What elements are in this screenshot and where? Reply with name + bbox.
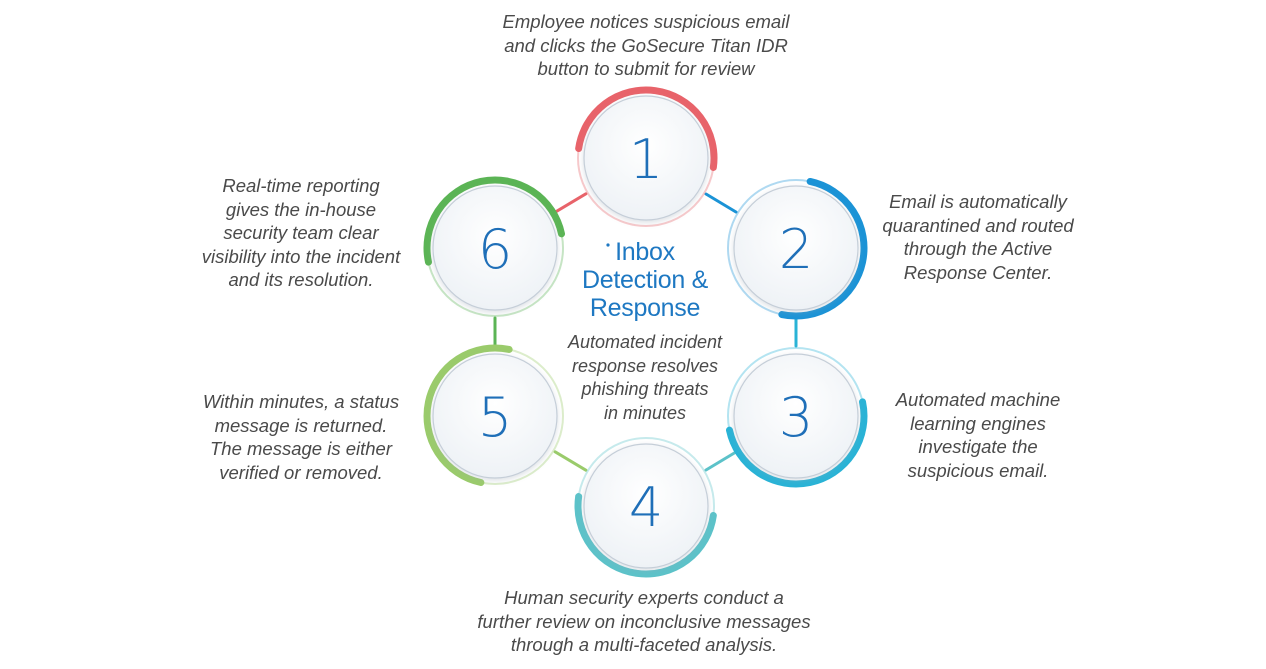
caption-line: Real-time reporting bbox=[222, 175, 380, 196]
step-2-caption: Email is automatically quarantined and r… bbox=[868, 190, 1088, 284]
caption-line: gives the in-house bbox=[225, 198, 377, 220]
caption-line: Automated machine bbox=[895, 389, 1061, 410]
caption-line: message is returned. bbox=[214, 414, 388, 436]
caption-line: Response Center. bbox=[903, 261, 1053, 283]
caption-line: quarantined and routed bbox=[882, 214, 1074, 236]
step-6-number: 6 bbox=[478, 218, 512, 281]
step-2-arc bbox=[778, 177, 868, 320]
connector-line-3 bbox=[704, 450, 738, 472]
step-5-caption: Within minutes, a status message is retu… bbox=[176, 390, 426, 484]
step-5-node bbox=[432, 353, 558, 479]
step-3-node bbox=[733, 353, 859, 479]
center-subtitle: Automated incident response resolves phi… bbox=[535, 331, 755, 425]
caption-line: Within minutes, a status bbox=[202, 391, 400, 412]
caption-line: investigate the bbox=[918, 436, 1038, 457]
caption-line: through the Active bbox=[903, 238, 1053, 259]
step-1-arc bbox=[575, 86, 718, 171]
center-subtitle-line: Automated incident bbox=[567, 332, 723, 352]
step-5-arc bbox=[423, 344, 513, 487]
caption-line: and clicks the GoSecure Titan IDR bbox=[504, 34, 788, 56]
caption-line: Employee notices suspicious email bbox=[502, 11, 790, 32]
step-4-caption: Human security experts conduct a further… bbox=[444, 586, 844, 657]
step-1-number: 1 bbox=[629, 128, 663, 191]
center-subtitle-line: in minutes bbox=[603, 402, 687, 423]
center-subtitle-line: response resolves bbox=[571, 355, 719, 376]
step-2-node bbox=[733, 185, 859, 311]
caption-line: through a multi-faceted analysis. bbox=[510, 634, 778, 655]
caption-line: Email is automatically bbox=[889, 191, 1067, 212]
caption-line: verified or removed. bbox=[219, 461, 383, 483]
caption-line: Human security experts conduct a bbox=[504, 587, 784, 608]
caption-line: The message is either bbox=[209, 438, 392, 459]
step-5-number: 5 bbox=[478, 386, 512, 449]
step-6-arc bbox=[423, 176, 566, 266]
step-6-node bbox=[432, 185, 558, 311]
caption-line: security team clear bbox=[223, 222, 379, 243]
caption-line: learning engines bbox=[910, 412, 1046, 434]
center-title-line: Inbox bbox=[615, 238, 675, 266]
center-title-line: Response bbox=[589, 294, 701, 322]
step-6-caption: Real-time reporting gives the in-house s… bbox=[176, 174, 426, 292]
step-4-node bbox=[583, 443, 709, 569]
step-1-node bbox=[583, 95, 709, 221]
connector-line-1 bbox=[704, 192, 738, 214]
caption-line: button to submit for review bbox=[537, 58, 755, 79]
caption-line: suspicious email. bbox=[907, 459, 1049, 481]
step-1-caption: Employee notices suspicious email and cl… bbox=[446, 10, 846, 81]
step-3-number: 3 bbox=[779, 386, 813, 449]
caption-line: and its resolution. bbox=[228, 269, 374, 290]
center-title-line: Detection & bbox=[582, 266, 708, 294]
step-3-arc bbox=[725, 398, 868, 488]
step-4-number: 4 bbox=[629, 476, 663, 539]
step-4-arc bbox=[574, 493, 717, 578]
step-2-number: 2 bbox=[779, 218, 813, 281]
center-subtitle-line: phishing threats bbox=[581, 379, 709, 399]
center-accent-dot bbox=[606, 243, 610, 247]
caption-line: further review on inconclusive messages bbox=[477, 610, 811, 632]
center-title: Inbox Detection & Response bbox=[545, 238, 745, 322]
connector-line-4 bbox=[553, 450, 588, 472]
connector-line-6 bbox=[553, 192, 588, 214]
step-3-caption: Automated machine learning engines inves… bbox=[868, 388, 1088, 482]
caption-line: visibility into the incident bbox=[201, 245, 401, 267]
